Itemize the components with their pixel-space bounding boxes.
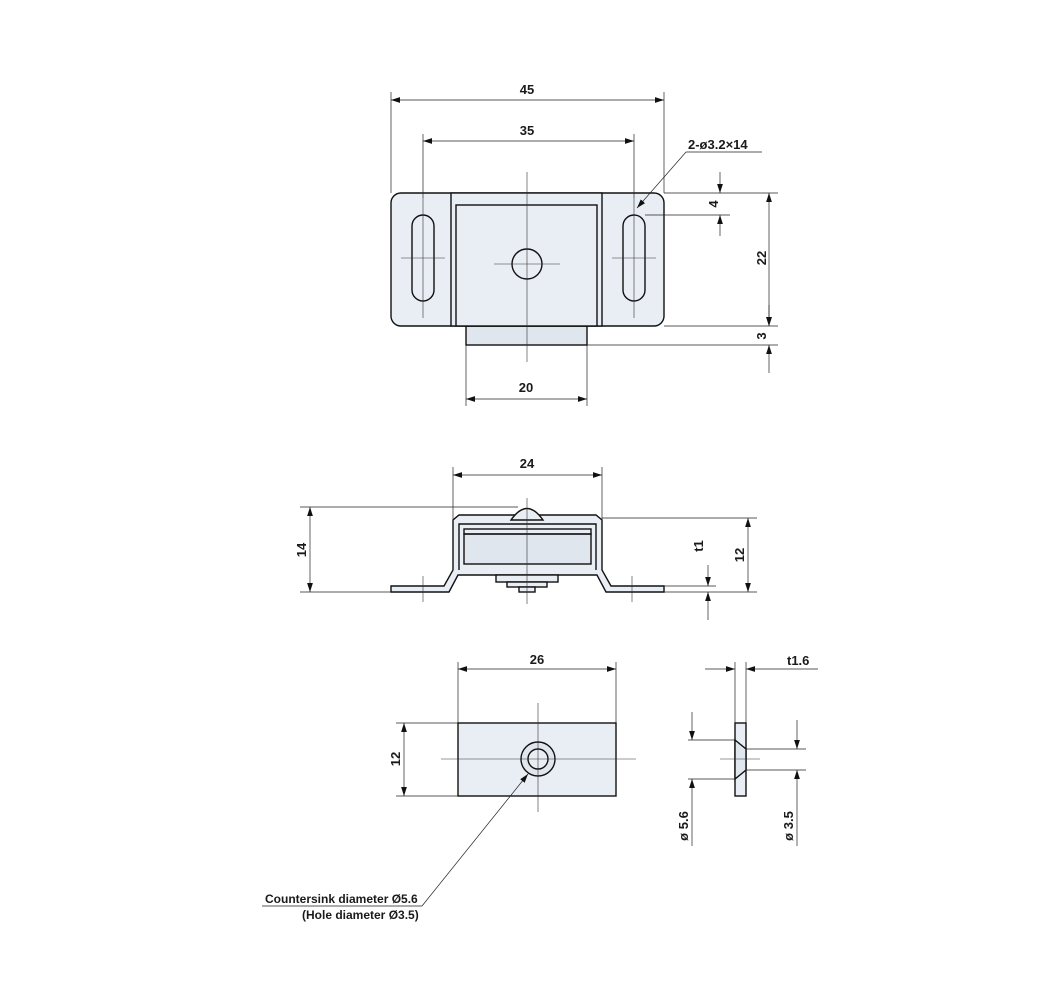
- dim-countersink-diameter: ø 5.6: [676, 811, 691, 841]
- countersink-note: Countersink diameter Ø5.6: [265, 892, 418, 906]
- dim-strike-thickness: t1.6: [787, 653, 809, 668]
- dim-magnet-protrusion: 3: [754, 332, 769, 339]
- dim-overall-height: 14: [294, 542, 309, 557]
- dim-strike-width: 26: [530, 652, 544, 667]
- dim-top-width: 24: [520, 456, 535, 471]
- dim-thickness: t1: [691, 540, 706, 552]
- dim-height: 22: [754, 251, 769, 265]
- strike-plate-section: t1.6 ø 5.6 ø 3.5: [676, 653, 818, 846]
- hole-diameter-note: (Hole diameter Ø3.5): [302, 908, 419, 922]
- dim-hole-pitch: 35: [520, 123, 534, 138]
- magnet-core: [463, 533, 592, 565]
- dim-slot-callout: 2-ø3.2×14: [688, 137, 748, 152]
- side-view: 24 14 12 t1: [294, 456, 757, 620]
- dim-magnet-width: 20: [519, 380, 533, 395]
- top-view: 45 35 2-ø3.2×14 4 22 3 20: [390, 82, 778, 406]
- strike-plate-front: 26 12 Countersink diameter Ø5.6 (Hole di…: [262, 652, 636, 922]
- magnet-block: [465, 325, 588, 346]
- dim-hole-diameter: ø 3.5: [781, 811, 796, 841]
- dim-overall-width: 45: [520, 82, 534, 97]
- dim-body-height: 12: [732, 548, 747, 562]
- dim-top-to-slot: 4: [706, 200, 721, 208]
- dim-strike-height: 12: [388, 752, 403, 766]
